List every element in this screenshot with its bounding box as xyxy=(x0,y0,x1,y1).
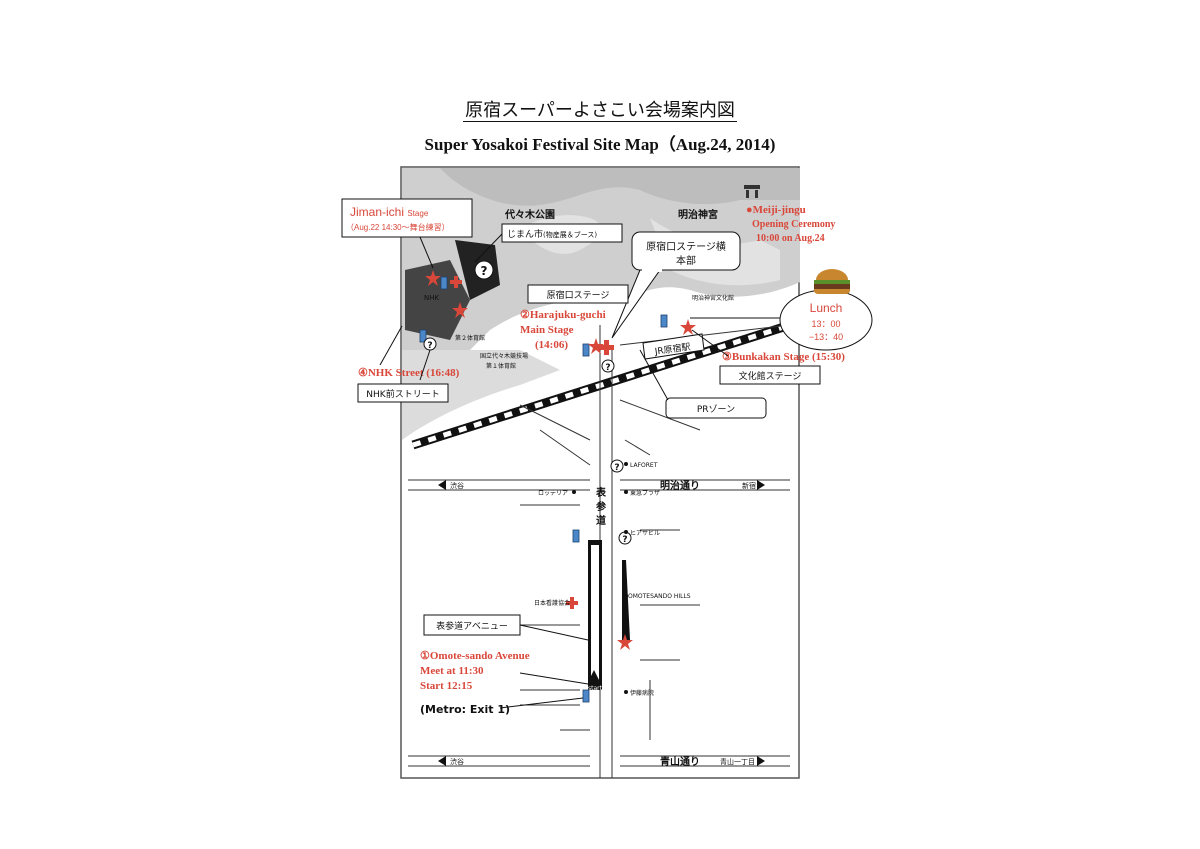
laforet-label: LAFORET xyxy=(630,462,658,469)
svg-text:じまん市(物産展＆ブース): じまん市(物産展＆ブース) xyxy=(507,228,597,240)
hq-line1: 原宿口ステージ横 xyxy=(646,240,726,253)
ito-hospital-label: 伊藤病院 xyxy=(630,689,654,697)
main-stage-label: Main Stage xyxy=(520,324,574,336)
shrine-icon xyxy=(744,185,760,198)
lunch-callout: Lunch 13：00 −13：40 xyxy=(690,269,873,351)
first-aid-icon xyxy=(450,276,462,288)
svg-text:道: 道 xyxy=(596,514,606,527)
meiji-dori-label: 明治通り xyxy=(660,479,700,492)
lunch-label: Lunch xyxy=(810,301,843,315)
first-aid-icon xyxy=(599,340,614,355)
omotesando-avenue-jp-callout: 表参道アベニュー xyxy=(423,614,589,641)
stage-stars xyxy=(425,270,696,650)
map-title-english: Super Yosakoi Festival Site Map（Aug.24, … xyxy=(424,135,776,154)
svg-text:?: ? xyxy=(622,535,627,545)
svg-text:?: ? xyxy=(614,463,619,473)
map-title-japanese: 原宿スーパーよさこい会場案内図 xyxy=(463,100,737,122)
omotesando-avenue-jp-label: 表参道アベニュー xyxy=(436,620,508,632)
harajuku-stage-star xyxy=(588,338,604,354)
meet-time: Meet at 11:30 xyxy=(420,665,484,677)
parade-route: start xyxy=(588,540,630,692)
jiman-ichi-note: （Aug.22 14:30～舞台練習） xyxy=(346,222,450,232)
blue-markers xyxy=(419,276,668,703)
bunkakan-building-label: 明治神宮文化館 xyxy=(692,294,734,302)
hamburger-icon xyxy=(813,269,851,295)
nhk-street-jp-callout: NHK前ストリート xyxy=(357,383,449,403)
nhk-street-jp-label: NHK前ストリート xyxy=(366,388,439,400)
yoyogi-park-label: 代々木公園 xyxy=(504,208,555,221)
shinjuku-label: 新宿 xyxy=(742,481,756,490)
hiasa-building-label: ヒアサビル xyxy=(630,529,660,537)
nhk-street-star xyxy=(452,302,468,318)
first-aid-icons xyxy=(450,276,614,609)
metro-exit-label: (Metro: Exit 1) xyxy=(420,703,510,716)
omotesando-avenue-stage: ①Omote-sando Avenue Meet at 11:30 Start … xyxy=(420,650,589,692)
meiji-jingu-label: 明治神宮 xyxy=(678,208,718,221)
svg-text:?: ? xyxy=(605,363,610,373)
tokyu-plaza-label: 東急プラザ xyxy=(630,489,660,497)
headquarters-callout: 原宿口ステージ横 本部 xyxy=(611,231,741,339)
omotesando-start-star xyxy=(617,634,633,650)
shibuya-label: 渋谷 xyxy=(450,481,464,490)
omotesando-vertical-label: 表 参 道 xyxy=(595,486,607,527)
jr-station: JR原宿駅 xyxy=(642,333,705,360)
hq-line2: 本部 xyxy=(676,254,696,267)
first-aid-icon xyxy=(566,597,578,609)
omotesando-stage-name: ①Omote-sando Avenue xyxy=(420,650,530,662)
svg-text:参: 参 xyxy=(596,500,606,513)
opening-ceremony-label: Opening Ceremony xyxy=(752,219,835,230)
svg-text:?: ? xyxy=(481,264,488,278)
nursing-association-label: 日本看護協会 xyxy=(534,599,570,607)
bunkakan-stage-star xyxy=(680,319,696,335)
railway-line xyxy=(411,320,792,450)
pr-zone-callout: PRゾーン xyxy=(639,349,767,419)
nhk-street-stage-label: ④NHK Street (16:48) xyxy=(358,367,460,379)
lunch-start-time: 13：00 xyxy=(811,319,840,329)
opening-ceremony-time: 10:00 on Aug.24 xyxy=(756,233,825,244)
meiji-jingu-ceremony: ●Meiji-jingu Opening Ceremony 10:00 on A… xyxy=(746,204,835,244)
harajuku-stage-callout: 原宿口ステージ xyxy=(527,284,629,304)
gym1-label: 第１体育館 xyxy=(486,362,516,370)
road-arrows xyxy=(438,480,765,766)
lotteria-label: ロッテリア xyxy=(538,490,568,497)
lunch-end-time: −13：40 xyxy=(809,332,843,342)
omotesando-hills-label: OMOTESANDO HILLS xyxy=(628,593,691,600)
harajuku-stage-time: (14:06) xyxy=(535,339,568,351)
aoyama-dori-label: 青山通り xyxy=(660,755,700,768)
svg-text:?: ? xyxy=(427,341,432,351)
start-time: Start 12:15 xyxy=(420,680,473,692)
meiji-jingu-stage-name: ●Meiji-jingu xyxy=(746,204,806,216)
jiman-market-callout: じまん市(物産展＆ブース) xyxy=(474,223,623,263)
jiman-ichi-name: Jiman-ichi Stage xyxy=(350,205,429,219)
info-icons: ? ? ? ? xyxy=(423,337,632,545)
svg-text:表: 表 xyxy=(595,486,607,499)
harajuku-stage-name: ②Harajuku-guchi xyxy=(520,309,606,321)
bunkakan-stage-jp-label: 文化館ステージ xyxy=(739,370,802,382)
national-gym-label: 国立代々木競技場 xyxy=(480,352,528,360)
bunkakan-stage-label: ③Bunkakan Stage (15:30) xyxy=(722,351,845,363)
gym2-label: 第２体育館 xyxy=(455,334,485,342)
aoyama-1chome-label: 青山一丁目 xyxy=(720,757,755,766)
nhk-label: NHK xyxy=(424,294,440,302)
landmarks: LAFORET ロッテリア 東急プラザ ヒアサビル OMOTESANDO HIL… xyxy=(534,462,691,697)
pr-zone-label: PRゾーン xyxy=(697,404,735,415)
shibuya-label-2: 渋谷 xyxy=(450,757,464,766)
jiman-ichi-stage-star xyxy=(425,270,441,286)
harajuku-main-stage: ②Harajuku-guchi Main Stage (14:06) xyxy=(520,309,606,351)
start-label: start xyxy=(588,685,603,692)
harajuku-stage-jp-label: 原宿口ステージ xyxy=(547,289,610,301)
bunkakan-stage-jp-callout: 文化館ステージ xyxy=(719,365,821,385)
jiman-ichi-stage-callout: Jiman-ichi Stage （Aug.22 14:30～舞台練習） xyxy=(341,198,473,269)
